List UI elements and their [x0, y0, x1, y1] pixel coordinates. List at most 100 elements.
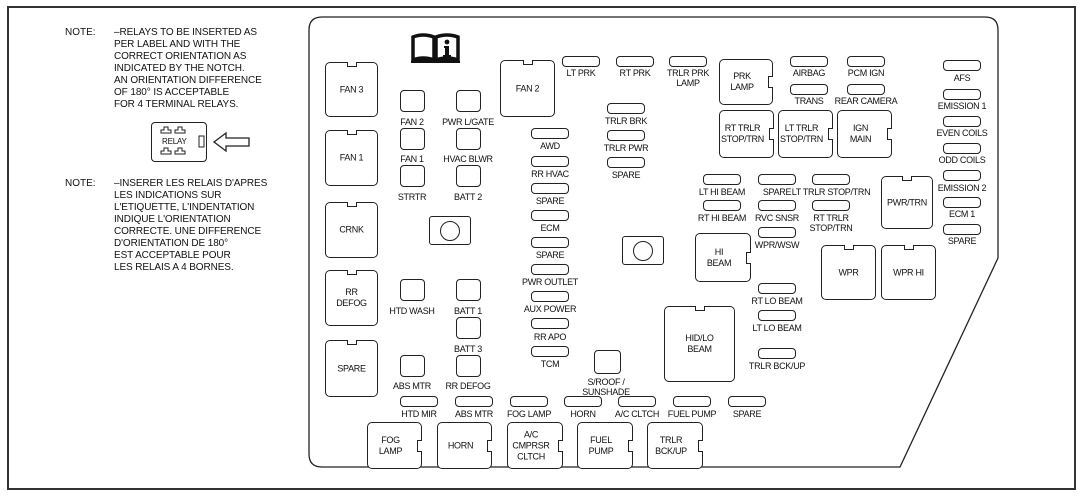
fuse-label: RVC SNSR: [755, 213, 799, 223]
relay-label-line: PRK: [733, 71, 751, 81]
fuse-label: ECM: [540, 223, 560, 233]
fuse-emission1: [943, 89, 981, 100]
relay-label-line: CLTCH: [517, 451, 545, 461]
mini-fuse-label: BATT 3: [454, 344, 482, 354]
fuse-wpr-wsw: [758, 227, 796, 238]
note-line: FOR 4 TERMINAL RELAYS.: [114, 99, 239, 110]
fuse-label: SPARE: [535, 250, 565, 260]
fuse-label: EMISSION 2: [937, 183, 987, 193]
relay-label-line: LT TRLR: [784, 123, 819, 133]
relay-label: FAN 2: [501, 83, 554, 94]
fuse-label: PWR OUTLET: [521, 277, 579, 287]
fuse-spare-col2: [531, 237, 569, 248]
relay-label-line: DEFOG: [336, 298, 367, 308]
mini-fuse-batt3: [456, 317, 481, 339]
owners-manual-info-icon: [411, 33, 460, 63]
relay-label: PWR/TRN: [882, 197, 932, 208]
relay-label-line: STOP/TRN: [780, 134, 823, 144]
relay-label-line: FAN 2: [515, 83, 540, 93]
fuse-spare-right: [943, 224, 981, 235]
relay-label-line: PWR/TRN: [887, 197, 927, 207]
relay-label-line: TRLR: [659, 434, 683, 445]
relay-notch: [694, 306, 705, 311]
fuse-label: EMISSION 1: [937, 101, 987, 111]
relay-notch: [558, 439, 563, 452]
mini-fuse-batt2: [456, 165, 481, 187]
mini-fuse-strtr: [400, 165, 425, 187]
arrow-left-icon: [212, 131, 250, 153]
mini-fuse-label: S/ROOF /SUNSHADE: [582, 377, 630, 397]
relay-label-line: MAIN: [849, 134, 872, 144]
relay-label-line: HI: [714, 246, 724, 257]
fuse-rt-prk: [616, 56, 654, 67]
fuse-label: TCM: [540, 359, 560, 369]
fuse-afs: [943, 60, 981, 71]
fuse-spare-mid: [607, 157, 645, 168]
relay-notch: [346, 202, 357, 207]
fuse-lt-prk: [562, 56, 600, 67]
note-line: LES INDICATIONS SUR: [114, 190, 222, 201]
fuse-label: AWD: [540, 141, 560, 151]
note-line: EST ACCEPTABLE POUR: [114, 250, 231, 261]
fuse-trlr-prk-lamp: [669, 56, 707, 67]
mini-fuse-fan1-mini: [400, 128, 425, 150]
note-line: L'ETIQUETTE, L'INDENTATION: [114, 202, 255, 213]
fuse-pwr-outlet: [531, 264, 569, 275]
mini-fuse-hvac-blwr: [456, 128, 481, 150]
relay-label-line: BEAM: [687, 344, 712, 354]
relay-spare-left: SPARE: [325, 340, 378, 397]
fuse-label: TRLR BRK: [604, 116, 648, 126]
fuse-ac-cltch: [618, 396, 656, 407]
fuse-awd: [531, 128, 569, 139]
fuse-rt-trlr-stop-fuse: [812, 200, 850, 211]
relay-diagram-label: RELAY: [162, 137, 187, 146]
relay-label: WPR: [822, 267, 875, 278]
mini-fuse-label: PWR L/GATE: [442, 117, 494, 127]
mini-fuse-label: HVAC BLWR: [443, 154, 493, 164]
fuse-label: LT PRK: [566, 68, 596, 78]
fuse-lt-trlr-stop-fuse: [812, 174, 850, 185]
fuse-label: LT LO BEAM: [752, 323, 802, 333]
fuse-label: ABS MTR: [455, 409, 493, 419]
relay-notch: [698, 439, 703, 452]
outer-frame: [7, 6, 1076, 490]
relay-fan3: FAN 3: [325, 62, 378, 117]
fuse-label: HTD MIR: [401, 409, 437, 419]
relay-wpr: WPR: [821, 245, 876, 300]
fuse-label: SPARE: [732, 409, 762, 419]
relay-pwr-trn: PWR/TRN: [881, 176, 933, 229]
relay-diagram-icon: RELAY: [151, 122, 207, 162]
fuse-label: FOG LAMP: [506, 409, 552, 419]
fuse-aux-power: [531, 291, 569, 302]
fuse-label: RT HI BEAM: [697, 213, 747, 223]
mini-fuse-pwr-lgate: [456, 90, 481, 112]
relay-label: WPR HI: [882, 267, 935, 278]
fuse-horn-fuse: [564, 396, 602, 407]
relay-label-line: BEAM: [706, 257, 732, 268]
fuse-trlr-bckup-fuse: [758, 348, 796, 359]
mini-fuse-label: BATT 1: [454, 306, 482, 316]
fuse-label: RT LO BEAM: [751, 296, 803, 306]
note-line: –RELAYS TO BE INSERTED AS: [114, 27, 257, 38]
note-line: INDIQUE L'ORIENTATION: [114, 214, 231, 225]
fuse-label: SPARE: [947, 236, 977, 246]
note-label-french: NOTE:: [65, 178, 96, 189]
grommet-circle: [633, 240, 653, 261]
fuse-odd-coils: [943, 143, 981, 154]
fuse-label: FUEL PUMP: [667, 409, 717, 419]
note-french: –INSERER LES RELAIS D'APRES LES INDICATI…: [114, 178, 267, 274]
mini-fuse-label: ABS MTR: [393, 381, 431, 391]
relay-label-line: FAN 1: [339, 152, 364, 163]
fuse-rr-hvac: [531, 156, 569, 167]
fuse-label: LT TRLR STOP/TRN: [791, 187, 871, 197]
fuse-rear-camera: [847, 84, 885, 95]
fuse-rt-hi-beam: [703, 200, 741, 211]
fuse-label: REAR CAMERA: [834, 96, 898, 106]
mini-fuse-sroof: [594, 350, 621, 374]
